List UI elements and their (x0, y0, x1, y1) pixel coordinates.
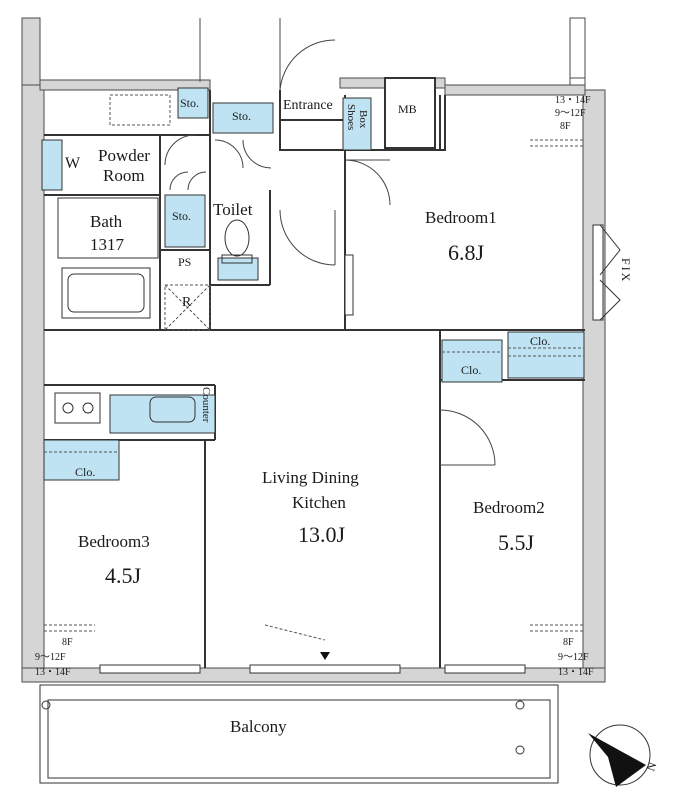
fix-text: FIX (619, 258, 633, 284)
top-frame (39, 18, 586, 85)
fix-window (599, 224, 621, 321)
floor-note-tr-1: 13・14F (555, 95, 591, 106)
toilet-label: Toilet (213, 200, 253, 219)
door-swings (164, 35, 496, 466)
shoes-box (342, 97, 372, 151)
balcony-label: Balcony (230, 717, 287, 736)
sto-box-1 (177, 87, 209, 119)
shoes-box-line1: Shoes (345, 104, 357, 131)
clo-label-bedroom1: Clo. (530, 334, 551, 348)
floor-note-bl-3: 8F (62, 637, 73, 648)
clo-label-bedroom2: Clo. (461, 363, 482, 377)
closet-bedroom2 (441, 339, 503, 383)
ldk-label-line2: Kitchen (292, 493, 346, 512)
window-sliders (99, 224, 604, 674)
floor-note-br-2: 9～12F (558, 652, 589, 663)
floor-note-bl-2: 9～12F (35, 652, 66, 663)
shoes-box-label: Shoes (345, 104, 357, 131)
floor-note-br-1: 13・14F (558, 667, 594, 678)
sto-box-2 (212, 102, 274, 134)
ceiling-dashes (44, 139, 585, 632)
ldk-size: 13.0J (298, 522, 346, 547)
floor-note-tr-3: 8F (560, 121, 571, 132)
sto-label-1: Sto. (180, 96, 200, 110)
floor-note-br-3: 8F (563, 637, 574, 648)
stove (54, 392, 196, 424)
bathtub (57, 197, 159, 319)
counter-text: Counter (200, 387, 212, 423)
storage-fills (41, 87, 585, 481)
entrance-label: Entrance (283, 98, 333, 113)
floor-note-bl-1: 13・14F (35, 667, 71, 678)
bath-label: Bath (90, 212, 123, 231)
powder-room-line1: Powder (98, 146, 150, 165)
sto-box-3 (164, 194, 206, 248)
r-label: R (182, 295, 192, 310)
washer-area (41, 139, 63, 191)
fix-label: FIX (619, 258, 633, 284)
ps-label: PS (178, 255, 192, 269)
powder-room-line2: Room (103, 166, 145, 185)
shoes-box-line2: Box (357, 110, 369, 129)
storage-dashes (44, 94, 584, 641)
mb-label: MB (398, 102, 417, 116)
clo-label-bedroom3: Clo. (75, 465, 96, 479)
toilet-bowl (221, 219, 253, 264)
w-label: W (65, 155, 81, 172)
bedroom3-label: Bedroom3 (78, 532, 150, 551)
counter-label: Counter (200, 387, 212, 423)
ldk-label-line1: Living Dining (262, 468, 359, 487)
entrance-marker (320, 652, 330, 660)
bedroom1-size: 6.8J (448, 240, 485, 265)
kitchen-sink-counter (109, 394, 216, 434)
bath-size: 1317 (90, 235, 124, 254)
shoes-box-label-2: Box (357, 110, 369, 129)
sto-label-2: Sto. (232, 109, 252, 123)
bedroom3-size: 4.5J (105, 563, 142, 588)
bedroom2-size: 5.5J (498, 530, 535, 555)
balcony-area (39, 684, 559, 784)
floor-note-tr-2: 9～12F (555, 108, 586, 119)
bedroom1-label: Bedroom1 (425, 208, 497, 227)
closet-bedroom1 (507, 331, 585, 379)
bedroom2-label: Bedroom2 (473, 498, 545, 517)
compass (588, 724, 651, 787)
sto-label-3: Sto. (172, 209, 192, 223)
closet-bedroom3 (43, 439, 120, 481)
